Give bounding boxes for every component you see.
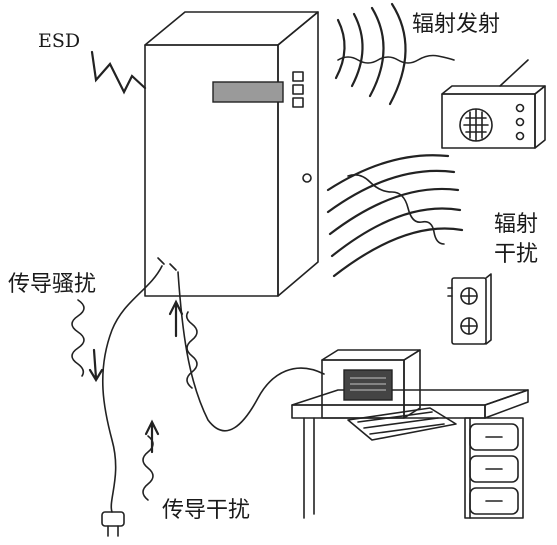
interference-arcs [326, 154, 464, 278]
conducted-interference-arrow [142, 419, 160, 501]
cabinet-display [212, 81, 284, 103]
desk [291, 389, 529, 519]
radio-receiver [441, 59, 546, 149]
signal-cable [177, 271, 325, 432]
emission-arcs [334, 2, 455, 106]
walkie-talkie [447, 273, 492, 345]
esd-label: ESD [38, 30, 81, 52]
computer [321, 349, 457, 441]
cabinet [144, 11, 319, 297]
radiated-interference-label-line1: 辐射 [494, 212, 539, 237]
power-cable [102, 265, 163, 513]
radiated-emission-label: 辐射发射 [412, 12, 501, 37]
radiated-interference-label-line2: 干扰 [494, 242, 539, 267]
conducted-disturbance-label: 传导骚扰 [8, 272, 97, 297]
conducted-emission-arrow [168, 299, 198, 389]
esd-zigzag [90, 50, 147, 95]
conducted-disturbance-arrow [71, 299, 104, 383]
power-plug [101, 511, 125, 537]
conducted-interference-label: 传导干扰 [162, 498, 251, 523]
